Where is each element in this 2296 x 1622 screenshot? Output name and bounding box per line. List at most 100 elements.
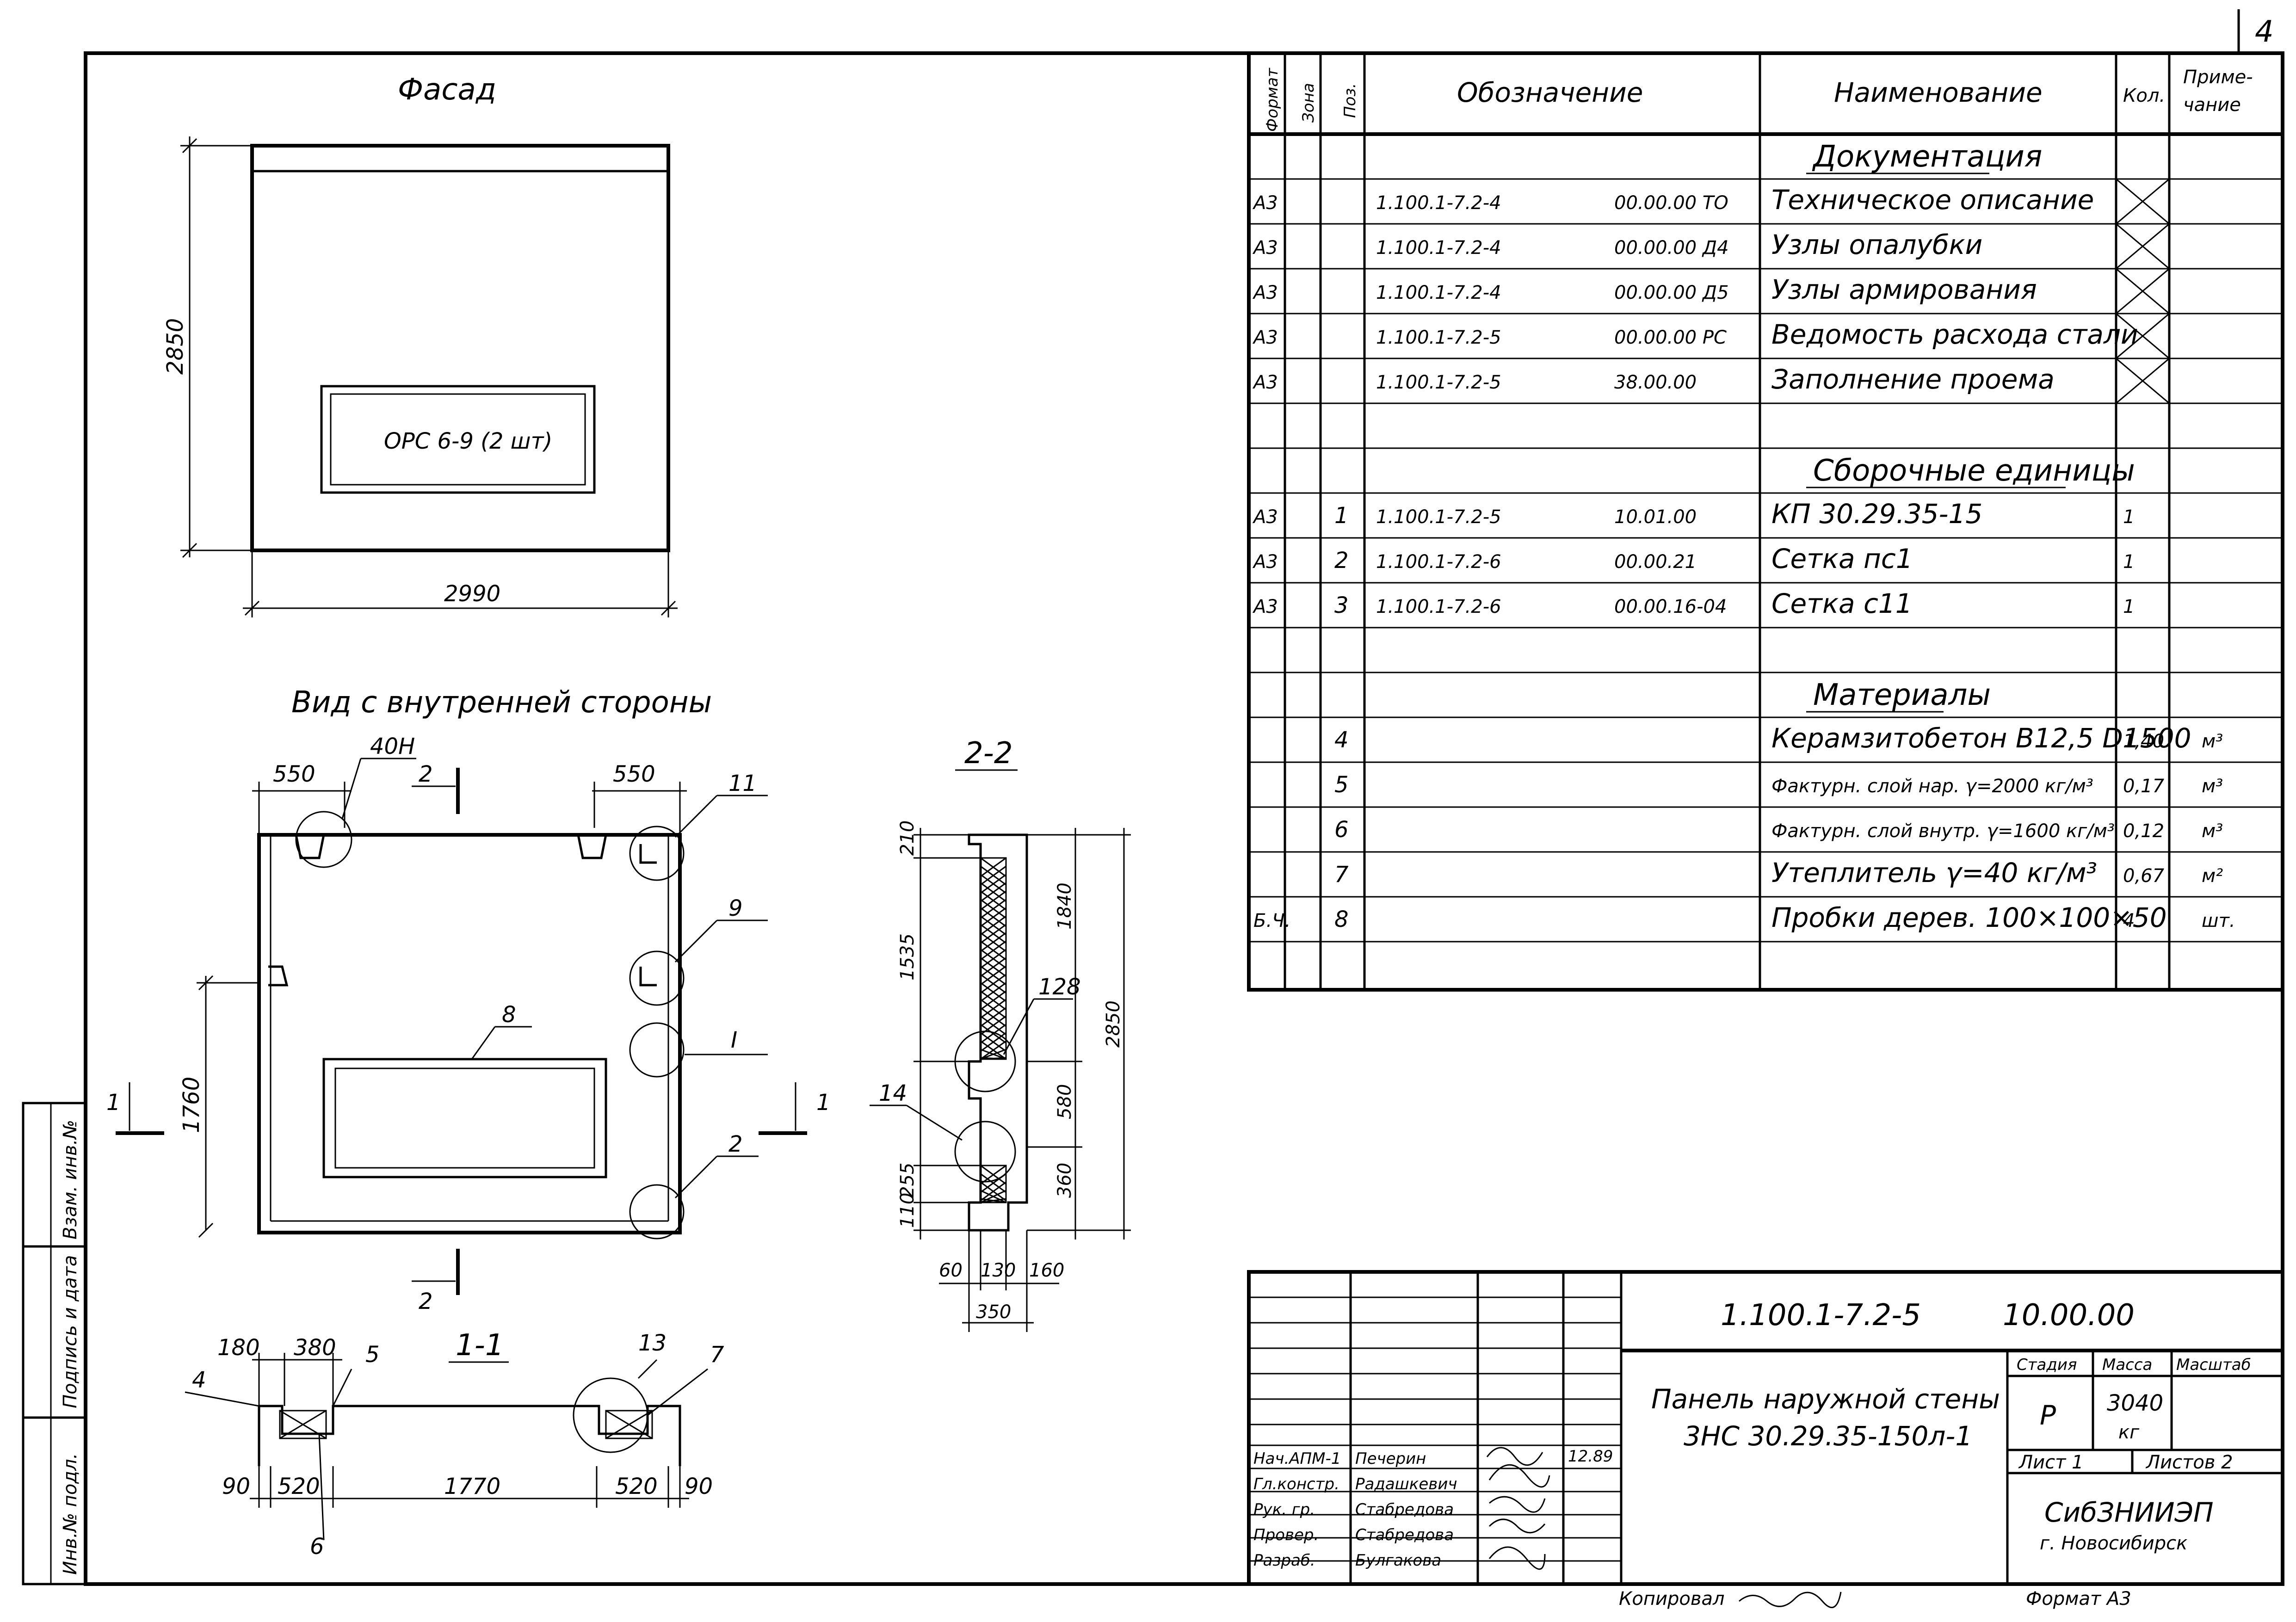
sign-date: 12.89	[1568, 1447, 1613, 1466]
spec-row: Материалы	[1806, 678, 1991, 713]
section-22-title: 2-2	[964, 736, 1013, 771]
inner-dim-left: 550	[273, 761, 315, 787]
section-11-dim: 520	[278, 1474, 320, 1499]
spec-note: м³	[2202, 776, 2223, 797]
inner-dim-right: 550	[613, 761, 655, 787]
section-11-callout: 7	[710, 1342, 724, 1368]
stamp-vzam: Взам. инв.№	[60, 1120, 81, 1240]
mass-unit: кг	[2118, 1422, 2140, 1443]
section-11-dim: 90	[685, 1474, 713, 1499]
spec-format: А3	[1252, 192, 1278, 214]
spec-header-pos: Поз.	[1341, 83, 1359, 118]
spec-header-qty: Кол.	[2123, 85, 2165, 106]
spec-header-note-1: Приме-	[2183, 67, 2253, 88]
section-22-dim: 60	[939, 1260, 963, 1281]
spec-note: м³	[2202, 820, 2223, 842]
spec-format: Б.Ч.	[1253, 910, 1290, 931]
signer-role: Разраб.	[1253, 1551, 1315, 1570]
spec-format: А3	[1252, 551, 1278, 573]
doc-num: 10.00.00	[2003, 1298, 2135, 1332]
spec-qty: 4	[2123, 910, 2135, 931]
callout-circle-2	[629, 1184, 685, 1240]
spec-qty: 1	[2123, 506, 2135, 528]
inner-dim-height: 1760	[179, 1077, 204, 1133]
spec-name: Техническое описание	[1771, 184, 2094, 216]
section-11-callout: 4	[192, 1367, 206, 1393]
spec-code: 1.100.1-7.2-4	[1376, 192, 1501, 214]
signer-role: Провер.	[1253, 1526, 1319, 1544]
spec-pos: 2	[1334, 548, 1349, 574]
spec-name: Фактурн. слой внутр. γ=1600 кг/м³	[1771, 820, 2115, 842]
callout-9: 9	[728, 895, 743, 921]
spec-name: Керамзитобетон В12,5 D1500	[1771, 722, 2191, 754]
facade-window-label: ОРС 6-9 (2 шт)	[384, 428, 552, 454]
spec-section-heading: Сборочные единицы	[1813, 454, 2135, 488]
signer-name: Печерин	[1355, 1449, 1426, 1468]
format-label: Формат А3	[2026, 1588, 2131, 1610]
section-22-dim: 255	[897, 1163, 918, 1198]
spec-format: А3	[1252, 237, 1278, 259]
spec-header-zone: Зона	[1299, 83, 1318, 123]
facade-title: Фасад	[398, 73, 496, 107]
section-11-dim: 180	[217, 1335, 260, 1361]
spec-code2: 00.00.00 РС	[1614, 327, 1727, 348]
callout-circle-9	[629, 950, 685, 1006]
spec-format: А3	[1252, 282, 1278, 303]
section-22-dim: 110	[897, 1193, 918, 1228]
section-22-dim: 210	[897, 820, 918, 856]
spec-name: Ведомость расхода стали	[1771, 319, 2138, 350]
section-22-dim: 580	[1054, 1084, 1075, 1119]
signer-row: Разраб. Булгакова	[1253, 1551, 1441, 1570]
stamp-sign-date: Подпись и дата	[60, 1255, 81, 1408]
spec-code2: 00.00.16-04	[1614, 596, 1727, 617]
section-22-dim: 130	[981, 1260, 1016, 1281]
stamp-inv-podl: Инв.№ подл.	[60, 1453, 81, 1575]
stage-value: Р	[2040, 1400, 2056, 1431]
copied-label: Копировал	[1619, 1588, 1725, 1610]
spec-header-note-2: чание	[2183, 94, 2241, 116]
spec-pos: 8	[1334, 907, 1349, 932]
stage-label: Стадия	[2017, 1356, 2077, 1374]
spec-name: Утеплитель γ=40 кг/м³	[1771, 857, 2097, 888]
spec-qty: 1,40	[2123, 731, 2164, 752]
section-22-dim: 2850	[1103, 1000, 1124, 1048]
spec-code2: 38.00.00	[1614, 372, 1697, 393]
mass-label: Масса	[2102, 1356, 2152, 1374]
section-11-dim: 380	[294, 1335, 336, 1361]
spec-code2: 00.00.00 ТО	[1614, 192, 1728, 214]
side-stamp: Взам. инв.№ Подпись и дата Инв.№ подл.	[22, 1102, 87, 1585]
facade-window	[320, 385, 596, 494]
cut-label-1-left: 1	[106, 1090, 121, 1116]
spec-code2: 00.00.00 Д4	[1614, 237, 1729, 259]
spec-format: А3	[1252, 506, 1278, 528]
callout-2: 2	[728, 1131, 743, 1157]
spec-header-designation: Обозначение	[1457, 77, 1643, 108]
spec-code: 1.100.1-7.2-5	[1376, 372, 1501, 393]
section-22-dim: 1535	[897, 933, 918, 981]
spec-pos: 4	[1334, 727, 1349, 753]
spec-pos: 7	[1334, 862, 1349, 888]
signer-row: Рук. гр.Стабредова	[1253, 1500, 1454, 1519]
callout-I: I	[731, 1027, 737, 1053]
cut-label-2-bottom: 2	[419, 1289, 433, 1314]
inner-view: Вид с внутренней стороны 550 550 40Н	[106, 685, 831, 1314]
spec-name: Фактурн. слой нар. γ=2000 кг/м³	[1771, 776, 2093, 797]
spec-note: м³	[2202, 731, 2223, 752]
section-22-dim: 1840	[1054, 882, 1075, 930]
spec-qty: 1	[2123, 596, 2135, 617]
spec-section-heading: Документация	[1812, 140, 2042, 174]
spec-pos: 5	[1334, 772, 1349, 798]
doc-code: 1.100.1-7.2-5	[1721, 1298, 1921, 1332]
spec-code2: 00.00.21	[1614, 551, 1697, 573]
signer-name: Булгакова	[1355, 1551, 1441, 1570]
inner-view-outline	[257, 833, 682, 1234]
facade-view: Фасад ОРС 6-9 (2 шт) 2850 2990	[162, 73, 678, 617]
